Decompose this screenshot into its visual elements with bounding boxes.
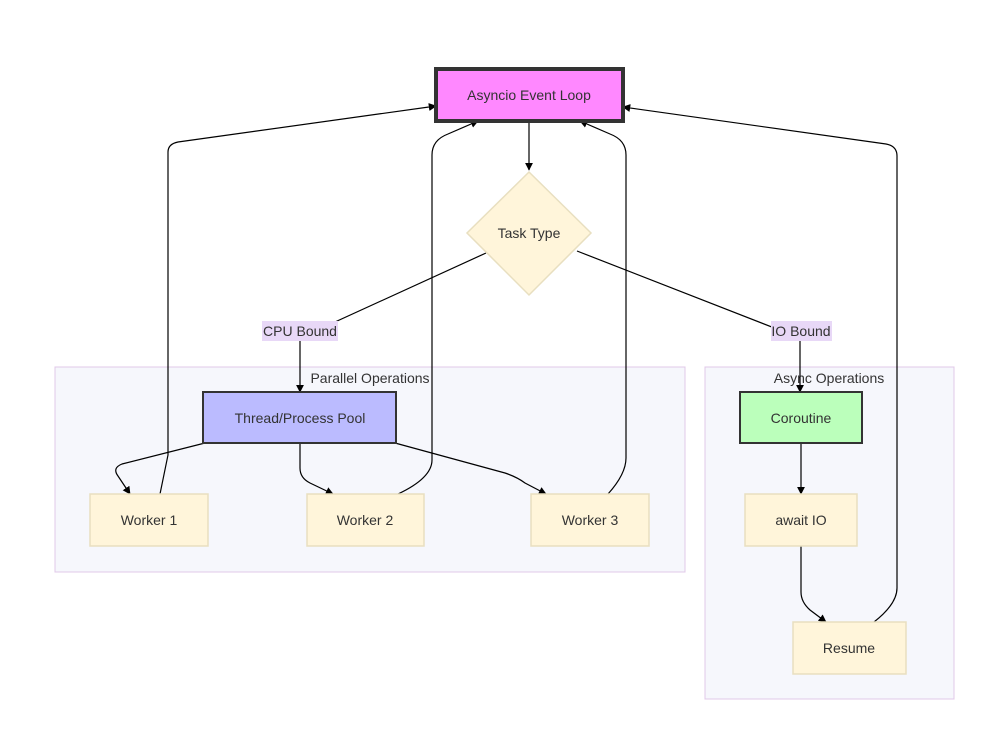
edge-worker1-to-eventloop	[159, 103, 437, 495]
node-resume-box[interactable]	[792, 621, 907, 675]
edge-pool-to-worker2	[299, 443, 334, 495]
node-worker1-label: Worker 1	[121, 512, 178, 528]
node-worker3-box[interactable]	[530, 493, 650, 547]
edge-awaitio-to-resume	[800, 546, 827, 623]
edge-label-io-bound: IO Bound	[771, 321, 832, 341]
node-worker3-label: Worker 3	[562, 512, 619, 528]
node-worker-2[interactable]: Worker 2	[306, 493, 425, 547]
node-worker2-box[interactable]	[306, 493, 425, 547]
edge-label-io-bg	[771, 321, 832, 341]
node-pool-label: Thread/Process Pool	[235, 410, 366, 426]
edge-resume-to-eventloop	[622, 104, 898, 623]
node-await-io-box[interactable]	[744, 493, 858, 547]
node-worker-1[interactable]: Worker 1	[89, 493, 209, 547]
edge-label-cpu-text: CPU Bound	[263, 323, 337, 339]
node-coroutine-box[interactable]	[739, 391, 863, 444]
node-asyncio-event-loop[interactable]: Asyncio Event Loop	[434, 67, 625, 123]
node-await-io-label: await IO	[775, 512, 826, 528]
node-thread-process-pool[interactable]: Thread/Process Pool	[202, 391, 397, 444]
node-pool-box[interactable]	[202, 391, 397, 444]
node-task-type-decision[interactable]: Task Type	[465, 170, 593, 297]
node-task-type-diamond[interactable]	[465, 170, 593, 297]
node-worker-3[interactable]: Worker 3	[530, 493, 650, 547]
node-coroutine[interactable]: Coroutine	[739, 391, 863, 444]
node-resume[interactable]: Resume	[792, 621, 907, 675]
cluster-parallel-title: Parallel Operations	[310, 370, 429, 386]
edge-worker3-to-eventloop	[579, 120, 627, 495]
node-await-io[interactable]: await IO	[744, 493, 858, 547]
node-coroutine-label: Coroutine	[771, 410, 832, 426]
node-resume-label: Resume	[823, 640, 875, 656]
node-event-loop-label: Asyncio Event Loop	[467, 87, 591, 103]
edge-pool-to-worker3	[394, 442, 547, 495]
edge-worker2-to-eventloop	[397, 120, 479, 495]
cluster-async-title: Async Operations	[774, 370, 885, 386]
edge-label-io-text: IO Bound	[771, 323, 830, 339]
node-task-type-label: Task Type	[498, 225, 561, 241]
edge-pool-to-worker1	[115, 442, 206, 495]
node-event-loop-box[interactable]	[434, 67, 625, 123]
node-worker2-label: Worker 2	[337, 512, 394, 528]
node-worker1-box[interactable]	[89, 493, 209, 547]
edge-label-cpu-bound: CPU Bound	[262, 321, 338, 341]
edge-label-cpu-bg	[262, 321, 338, 341]
